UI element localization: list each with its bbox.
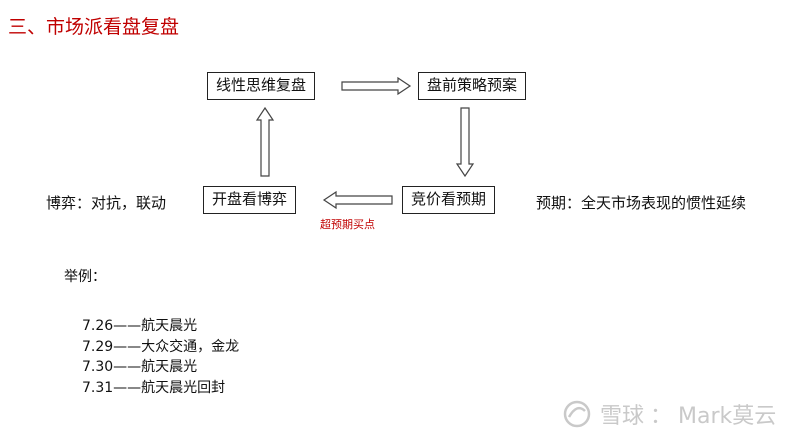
arrow-right	[341, 76, 412, 96]
list-item: 7.26——航天晨光	[82, 318, 198, 334]
list-item: 7.29——大众交通，金龙	[82, 338, 240, 355]
list-item: 7.31——航天晨光回封	[82, 379, 226, 396]
arrow-left	[322, 190, 393, 210]
box-open-game: 开盘看博弈	[203, 186, 297, 214]
arrow-down	[455, 107, 475, 178]
right-note: 预期：全天市场表现的惯性延续	[536, 194, 747, 212]
example-heading: 举例：	[64, 269, 106, 285]
left-note: 博弈：对抗，联动	[46, 194, 167, 212]
watermark-author: Mark莫云	[678, 404, 777, 429]
box-premarket-strategy: 盘前策略预案	[418, 72, 527, 100]
box-linear-review: 线性思维复盘	[207, 72, 316, 100]
example-list: 7.26——航天晨光 7.29——大众交通，金龙 7.30——航天晨光 7.31…	[82, 316, 239, 398]
watermark-brand: 雪球	[600, 404, 645, 429]
arrow-up	[255, 106, 275, 177]
watermark-separator: ：	[650, 404, 673, 429]
box-auction-expectation: 竞价看预期	[402, 186, 496, 214]
snowball-logo-icon	[563, 400, 591, 428]
list-item: 7.30——航天晨光	[82, 359, 198, 375]
arrow-label: 超预期买点	[320, 218, 375, 231]
page-title: 三、市场派看盘复盘	[8, 16, 180, 38]
watermark: 雪球：Mark莫云	[560, 397, 776, 431]
